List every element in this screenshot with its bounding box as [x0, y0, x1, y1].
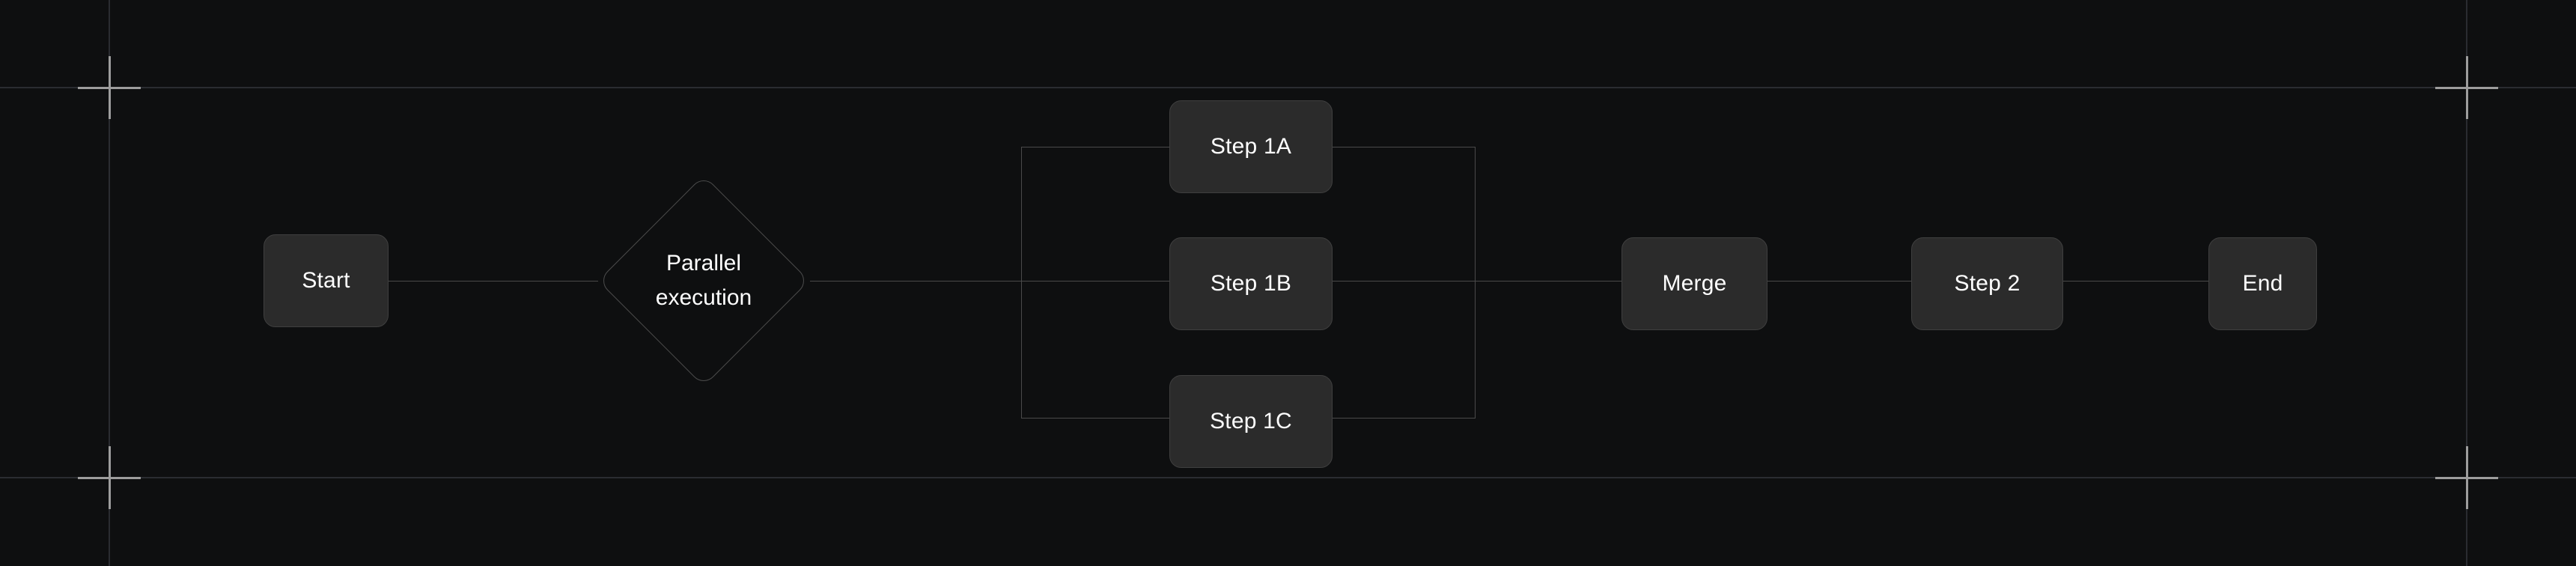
node-parallel-execution-label-line2: execution — [655, 285, 752, 310]
node-step-1b[interactable]: Step 1B — [1169, 237, 1333, 330]
node-merge-label: Merge — [1662, 271, 1727, 296]
node-parallel-execution-shape — [597, 174, 810, 387]
node-end-label: End — [2242, 271, 2283, 296]
node-parallel-execution-label-line1: Parallel — [666, 251, 742, 276]
edge-fanout-to-step1c — [1021, 418, 1170, 419]
node-merge[interactable]: Merge — [1622, 237, 1767, 330]
edge-fanin-to-merge — [1475, 281, 1622, 282]
edge-parallel-to-fanout — [810, 281, 1022, 282]
edge-fanout-bus-vertical — [1021, 147, 1022, 419]
guide-line-horizontal-top — [0, 87, 2576, 88]
edge-fanout-to-step1b — [1021, 281, 1170, 282]
edge-fanin-bus-vertical — [1475, 147, 1476, 419]
guide-line-vertical-right — [2466, 0, 2467, 566]
node-step-1a-label: Step 1A — [1210, 134, 1292, 159]
edge-start-to-parallel — [389, 281, 598, 282]
node-step-1a[interactable]: Step 1A — [1169, 100, 1333, 193]
node-step-1c-label: Step 1C — [1210, 409, 1292, 433]
edge-step1b-to-fanin — [1333, 281, 1476, 282]
node-parallel-execution[interactable]: Parallel execution — [597, 174, 810, 387]
edge-step1c-to-fanin — [1333, 418, 1476, 419]
node-end[interactable]: End — [2208, 237, 2317, 330]
edge-merge-to-step2 — [1767, 281, 1912, 282]
guide-line-vertical-left — [109, 0, 110, 566]
node-step-1b-label: Step 1B — [1210, 271, 1292, 296]
node-step-1c[interactable]: Step 1C — [1169, 375, 1333, 468]
edge-step2-to-end — [2063, 281, 2209, 282]
guide-line-horizontal-bottom — [0, 477, 2576, 478]
node-start-label: Start — [302, 268, 350, 293]
node-parallel-execution-label: Parallel execution — [597, 174, 810, 387]
node-step-2-label: Step 2 — [1954, 271, 2021, 296]
node-step-2[interactable]: Step 2 — [1911, 237, 2063, 330]
node-start[interactable]: Start — [264, 234, 389, 327]
